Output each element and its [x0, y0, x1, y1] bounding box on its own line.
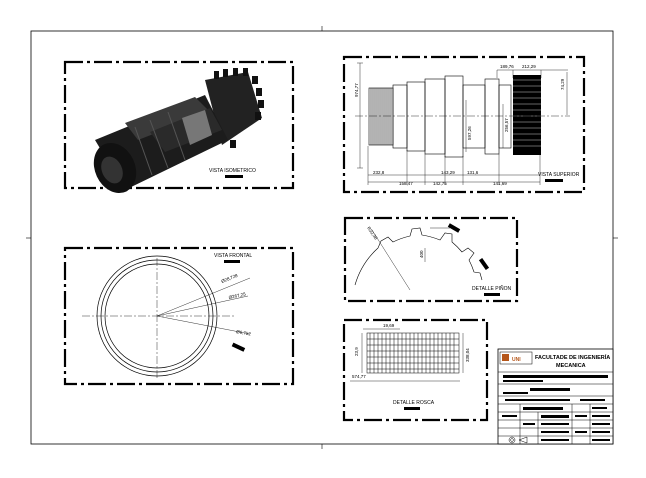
- superior-steps: [392, 75, 512, 158]
- pinion-label-bar: [484, 293, 500, 296]
- isometric-frame: [63, 60, 295, 190]
- frontal-outer-circle: [96, 255, 218, 377]
- frontal-circle-2: [100, 259, 214, 373]
- thread-label: DETALLE ROSCA: [393, 400, 435, 406]
- superior-gear: [513, 75, 541, 155]
- superior-dim-top-0: 189,76: [500, 64, 514, 69]
- frontal-dim-2: Ø6,752: [236, 329, 252, 337]
- thread-dim-1: 23,9: [354, 347, 359, 356]
- superior-label: VISTA SUPERIOR: [538, 172, 580, 178]
- pinion-mark-2: [478, 257, 490, 271]
- frontal-leader-mark: [231, 342, 246, 352]
- superior-label-bar: [545, 179, 563, 182]
- frontal-dim-0: Ø28,728: [221, 273, 239, 284]
- institution-line-1: FACULTADE DE INGENIERÍA: [535, 353, 610, 361]
- pinion-mark-1: [447, 223, 461, 233]
- institution-line-2: MECANICA: [556, 363, 586, 369]
- superior-dim-top-1: 212,29: [522, 64, 536, 69]
- superior-view: 974,77 189,76 212,29 74,29 597,26 256,57…: [342, 55, 586, 194]
- pinion-dim-0: R32,38: [366, 226, 379, 241]
- isometric-label: VISTA ISOMETRICO: [209, 168, 256, 174]
- shaft-3d-render: [93, 68, 264, 194]
- pinion-gear-profile: [354, 227, 483, 286]
- thread-dim-0: 19,69: [383, 323, 395, 328]
- pinion-label: DETALLE PIÑON: [472, 285, 511, 292]
- title-block: UNI FACULTADE DE INGENIERÍA MECANICA: [497, 348, 614, 445]
- superior-dim-mid-0: 597,26: [467, 126, 472, 140]
- logo-text: UNI: [512, 357, 521, 363]
- projection-symbol: [508, 436, 528, 444]
- frontal-frame: [63, 246, 295, 386]
- thread-dim-2: 338,04: [465, 348, 470, 362]
- isometric-view: VISTA ISOMETRICO: [63, 60, 295, 194]
- pinion-view: R32,38 400 DETALLE PIÑON: [343, 216, 519, 303]
- thread-dim-3: 574,77: [352, 374, 366, 379]
- frontal-leaders: [156, 277, 251, 335]
- pinion-frame: [343, 216, 519, 303]
- frontal-circle-3: [104, 263, 210, 369]
- thread-body: [366, 332, 460, 374]
- superior-dim-bottom-5: 141,69: [493, 181, 507, 186]
- title-block-text-bars: [502, 375, 610, 441]
- superior-dim-bottom-2: 143,29: [441, 170, 455, 175]
- pinion-dim-1: 400: [419, 250, 424, 258]
- superior-thread: [368, 87, 394, 146]
- thread-view: 19,69 23,9 338,04 574,77 DETALLE ROSCA: [342, 318, 489, 422]
- frontal-label-bar: [224, 260, 240, 263]
- superior-dim-bottom-0: 232,8: [373, 170, 385, 175]
- thread-frame: [342, 318, 489, 422]
- superior-dim-bottom-1: 158,47: [399, 181, 413, 186]
- frontal-dim-1: Ø267,25: [228, 291, 246, 300]
- superior-dim-top-2: 74,29: [560, 78, 565, 90]
- superior-dim-bottom-4: 131,6: [467, 170, 479, 175]
- superior-dimension-lines: [357, 62, 568, 185]
- frontal-label: VISTA FRONTAL: [214, 253, 252, 259]
- superior-dim-bottom-3: 142,75: [433, 181, 447, 186]
- isometric-label-bar: [225, 175, 243, 178]
- superior-dim-left-0: 974,77: [354, 83, 359, 97]
- superior-dim-mid-1: 256,57: [504, 118, 509, 132]
- thread-label-bar: [404, 407, 420, 410]
- frontal-view: Ø28,728 Ø267,25 Ø6,752 VISTA FRONTAL: [63, 246, 295, 386]
- superior-frame: [342, 55, 586, 194]
